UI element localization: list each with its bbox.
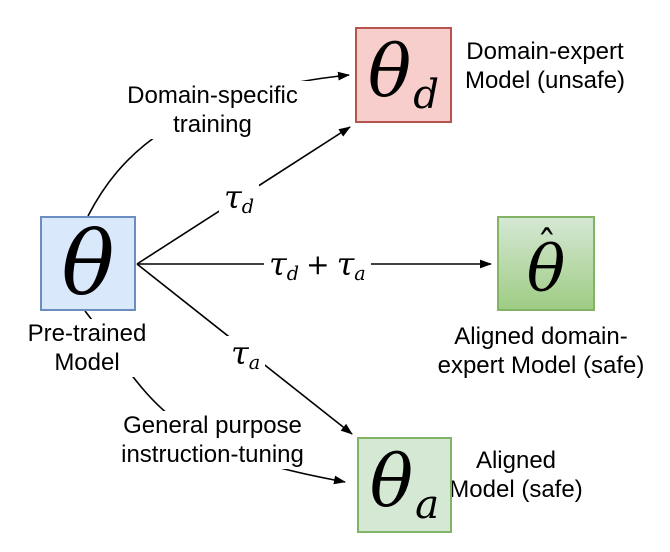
theta-subscript: d xyxy=(413,70,440,118)
caption-line-1: Domain-expert xyxy=(466,38,624,65)
caption-aligned-model: Aligned Model (safe) xyxy=(416,446,616,504)
edge-label-domain-specific-training: Domain-specific training xyxy=(110,81,315,139)
tau-symbol: τ xyxy=(269,245,287,283)
label-line-1: General purpose xyxy=(123,412,302,439)
tau-symbol: τ xyxy=(224,178,242,216)
edge-label-tau-d: τd xyxy=(219,180,259,218)
plus-operator: + xyxy=(306,247,330,281)
caption-line-2: Model xyxy=(54,349,120,376)
caption-line-2: expert Model (safe) xyxy=(437,352,645,379)
theta-d-symbol: θd xyxy=(368,35,439,115)
tau-subscript: a xyxy=(248,350,261,374)
theta-base: θ xyxy=(526,233,566,307)
node-aligned-model: θa xyxy=(357,437,452,533)
node-domain-expert-model: θd xyxy=(355,27,452,123)
node-pretrained-model: θ xyxy=(40,216,136,311)
tau-symbol: τ xyxy=(336,245,355,283)
label-line-2: instruction-tuning xyxy=(121,441,304,468)
tau-subscript: a xyxy=(354,261,366,285)
tau-subscript: d xyxy=(286,261,299,285)
caption-aligned-domain-expert-model: Aligned domain- expert Model (safe) xyxy=(426,322,656,380)
caption-line-1: Pre-trained xyxy=(27,320,147,347)
edge-label-instruction-tuning: General purpose instruction-tuning xyxy=(105,411,320,469)
caption-domain-expert-model: Domain-expert Model (unsafe) xyxy=(445,37,645,95)
theta-base: θ xyxy=(369,438,414,523)
caption-line-2: Model (safe) xyxy=(449,476,583,503)
label-line-2: training xyxy=(173,111,252,138)
theta-a-symbol: θa xyxy=(370,445,439,525)
tau-subscript: d xyxy=(241,194,254,218)
caption-line-1: Aligned domain- xyxy=(454,323,628,350)
hat-accent: ˆ xyxy=(536,222,557,269)
caption-pretrained-model: Pre-trained Model xyxy=(7,319,167,377)
edge-label-tau-a: τa xyxy=(226,334,266,374)
caption-line-2: Model (unsafe) xyxy=(464,67,626,94)
caption-line-1: Aligned xyxy=(475,447,557,474)
tau-symbol: τ xyxy=(231,334,249,372)
label-line-1: Domain-specific xyxy=(127,82,298,109)
theta-subscript: a xyxy=(415,480,440,528)
edge-label-tau-d-plus-tau-a: τd+τa xyxy=(264,247,371,285)
theta-symbol: θ xyxy=(61,211,115,315)
theta-base: θ xyxy=(367,28,412,113)
